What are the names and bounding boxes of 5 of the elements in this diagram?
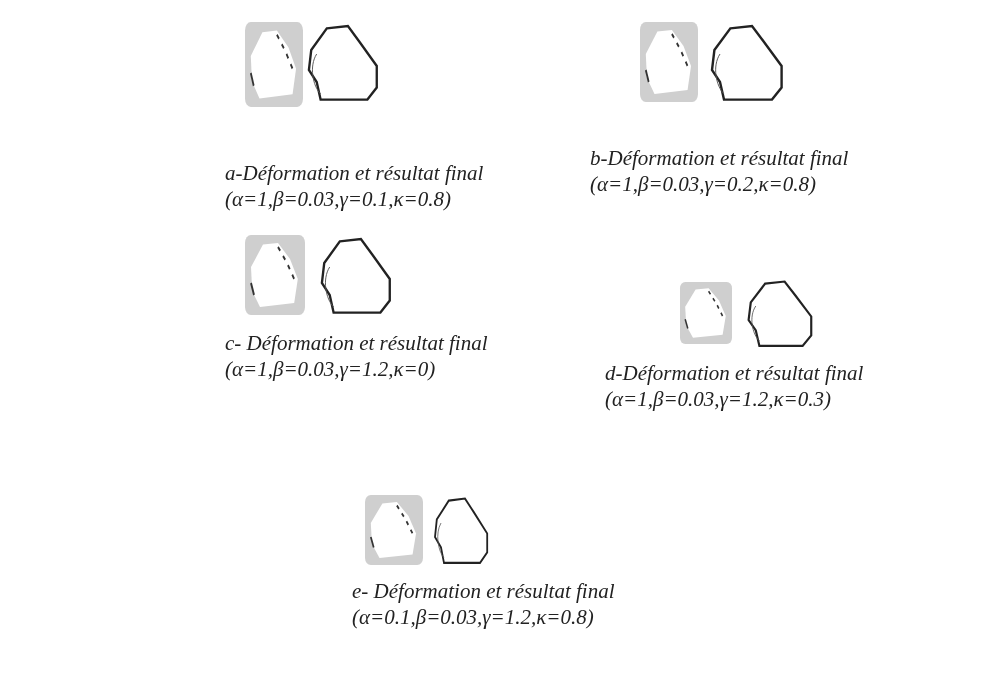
figure-caption: d-Déformation et résultat final (α=1,β=0.03,γ=1.2,κ=0.3) <box>605 360 865 412</box>
figure-caption: c- Déformation et résultat final (α=1,β=0.03,γ=1.2,κ=0) <box>225 330 489 382</box>
figure-caption: b-Déformation et résultat final (α=1,β=0.03,γ=0.2,κ=0.8) <box>590 145 850 197</box>
figure-caption: a-Déformation et résultat final (α=1,β=0.03,γ=0.1,κ=0.8) <box>225 160 485 212</box>
figure-caption: e- Déformation et résultat final (α=0.1,β=0.03,γ=1.2,κ=0.8) <box>352 578 616 630</box>
